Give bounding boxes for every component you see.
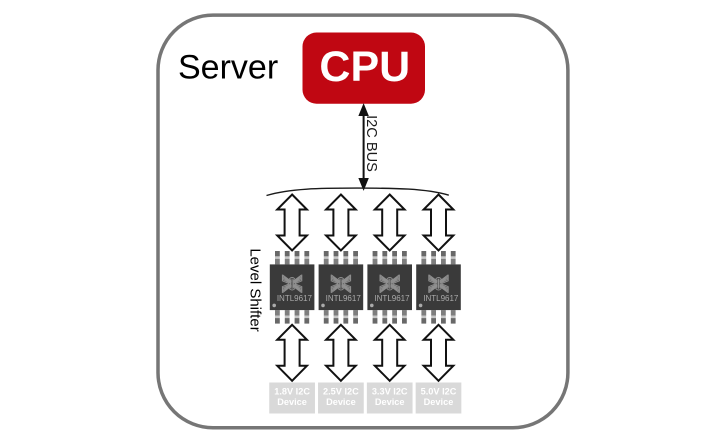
svg-text:1.8V I2C: 1.8V I2C	[274, 386, 310, 396]
svg-text:Device: Device	[424, 397, 454, 407]
svg-text:Device: Device	[326, 397, 356, 407]
svg-text:Device: Device	[375, 397, 405, 407]
svg-text:3.3V I2C: 3.3V I2C	[372, 386, 408, 396]
svg-text:Device: Device	[277, 397, 307, 407]
svg-text:CPU: CPU	[319, 43, 410, 91]
svg-text:2.5V I2C: 2.5V I2C	[323, 386, 359, 396]
svg-text:I2C BUS: I2C BUS	[363, 115, 379, 172]
svg-text:Server: Server	[178, 49, 278, 87]
svg-text:Level Shifter: Level Shifter	[247, 248, 264, 331]
svg-text:5.0V I2C: 5.0V I2C	[421, 386, 457, 396]
